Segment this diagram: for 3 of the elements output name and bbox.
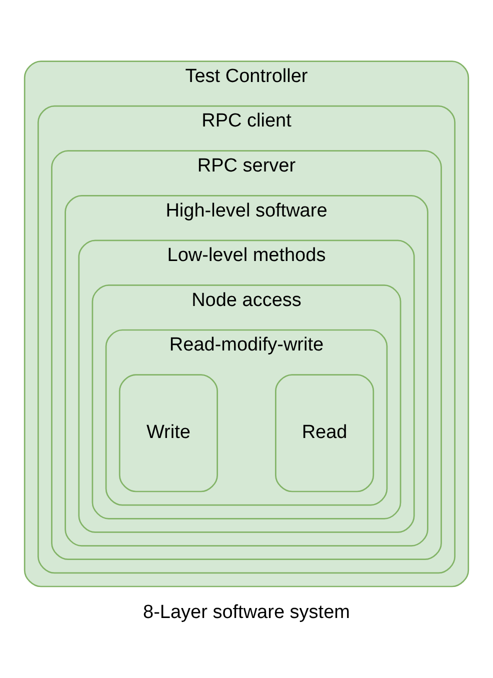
node-box: Read bbox=[275, 374, 374, 492]
caption: 8-Layer software system bbox=[143, 601, 350, 622]
node-box: Write bbox=[118, 374, 218, 492]
